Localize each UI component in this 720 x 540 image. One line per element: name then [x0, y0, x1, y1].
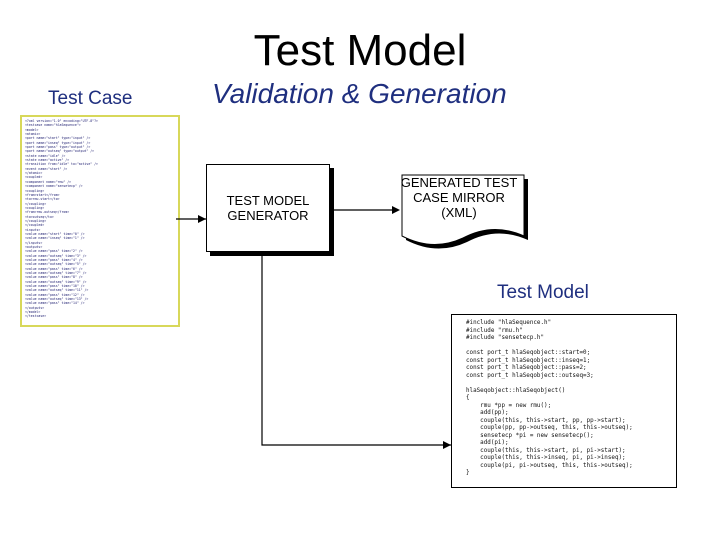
xml-line: <value name="pass" time="14" /> — [25, 301, 85, 306]
xml-line: <port name="start" type="input" /> — [25, 136, 91, 141]
xml-line: <port name="pass" type="output" /> — [25, 145, 91, 150]
generator-to-mirror-arrowhead — [392, 206, 400, 214]
xml-line: </outputs> — [25, 305, 45, 310]
mirror-document-shape — [401, 174, 525, 246]
xml-line: </inputs> — [25, 240, 43, 245]
code-line: couple(pi, pi->outseq, this, this->outse… — [466, 462, 633, 469]
code-line: const port_t hlaSeqobject::inseq=1; — [466, 357, 591, 364]
generator-to-model-arrow — [261, 254, 451, 446]
code-line: couple(this, this->start, pi, pi->start)… — [466, 447, 626, 454]
code-line: couple(pp, pp->outseq, this, this->outse… — [466, 425, 633, 431]
xml-to-generator-arrowhead — [198, 215, 206, 223]
code-line: #include "sensetecp.h" — [466, 335, 545, 341]
xml-line: <value name="pass" time="4" /> — [25, 258, 83, 262]
xml-line: <value name="outseq" time="5" /> — [25, 262, 87, 267]
generated-test-case-mirror-label: GENERATED TEST CASE MIRROR (XML) — [400, 175, 518, 220]
code-line: #include "hlaSequence.h" — [466, 320, 552, 326]
code-line — [466, 343, 633, 351]
xml-line: <to>outseq</to> — [25, 214, 54, 219]
xml-line: <atomic> — [25, 132, 41, 137]
xml-line: <inputs> — [25, 227, 41, 232]
xml-line: <component name="sensetecp" /> — [25, 184, 83, 189]
xml-line: </testcase> — [25, 314, 47, 319]
xml-preview-text: <?xml version="1.0" encoding="UTF-8"?><t… — [25, 119, 175, 319]
xml-line: <value name="pass" time="8" /> — [25, 275, 83, 280]
xml-line: <coupled> — [25, 175, 43, 180]
code-line: const port_t hlaSeqobject::outseq=3; — [466, 372, 594, 379]
xml-line: <value name="pass" time="2" /> — [25, 249, 83, 254]
xml-line: <value name="outseq" time="11" /> — [25, 288, 89, 293]
xml-line: <coupling> — [25, 188, 45, 193]
xml-line: <from>start</from> — [25, 192, 60, 197]
xml-line: <to>rmu.start</to> — [25, 197, 60, 202]
xml-line: <port name="inseq" type="input" /> — [25, 140, 91, 145]
xml-line: </model> — [25, 310, 41, 315]
code-line: add(pi); — [466, 440, 509, 446]
test-case-xml-preview: <?xml version="1.0" encoding="UTF-8"?><t… — [20, 115, 180, 327]
xml-line: <testcase name="hlaSequence"> — [25, 123, 81, 128]
code-line: } — [466, 470, 470, 476]
xml-line: <?xml version="1.0" encoding="UTF-8"?> — [25, 119, 98, 123]
test-model-generator-box: TEST MODEL GENERATOR — [206, 164, 330, 252]
xml-line: </atomic> — [25, 171, 43, 176]
generator-to-model-arrowhead — [443, 441, 451, 449]
xml-line: <component name="rmu" /> — [25, 179, 72, 184]
xml-line: <state name="active" /> — [25, 158, 70, 163]
xml-line: <value name="outseq" time="9" /> — [25, 279, 87, 284]
xml-line: </coupling> — [25, 218, 47, 223]
xml-line: </coupling> — [25, 201, 47, 206]
xml-line: <value name="pass" time="10" /> — [25, 284, 85, 289]
xml-line: <value name="pass" time="6" /> — [25, 266, 83, 271]
code-line — [466, 380, 633, 388]
test-model-code: #include "hlaSequence.h"#include "rmu.h"… — [466, 320, 633, 478]
slide-title: Test Model — [253, 26, 467, 75]
xml-line: <value name="outseq" time="3" /> — [25, 253, 87, 258]
code-line: rmu *pp = new rmu(); — [466, 402, 552, 409]
code-line: couple(this, this->inseq, pi, pi->inseq)… — [466, 455, 626, 461]
xml-line: <transition from="idle" to="active" /> — [25, 162, 98, 167]
code-line: #include "rmu.h" — [466, 327, 523, 334]
xml-line: <state name="idle" /> — [25, 153, 66, 158]
code-line: const port_t hlaSeqobject::pass=2; — [466, 365, 587, 371]
code-line: { — [466, 395, 470, 401]
test-model-code-box: #include "hlaSequence.h"#include "rmu.h"… — [451, 314, 677, 488]
code-line: hlaSeqobject::hlaSeqobject() — [466, 387, 566, 394]
xml-line: <coupling> — [25, 205, 45, 210]
xml-line: <value name="outseq" time="7" /> — [25, 271, 87, 276]
xml-line: <value name="pass" time="12" /> — [25, 292, 85, 297]
xml-line: <from>rmu.outseq</from> — [25, 210, 70, 215]
xml-line: <outputs> — [25, 244, 43, 249]
xml-line: </coupled> — [25, 223, 45, 228]
xml-line: <event name="start" /> — [25, 166, 68, 171]
xml-line: <value name="start" time="0" /> — [25, 231, 85, 236]
code-line: add(pp); — [466, 410, 509, 416]
test-model-label: Test Model — [497, 282, 589, 303]
code-line: sensetecp *pi = new sensetecp(); — [466, 432, 594, 439]
generator-label: TEST MODEL GENERATOR — [226, 193, 310, 223]
code-line: const port_t hlaSeqobject::start=0; — [466, 350, 591, 356]
code-line: couple(this, this->start, pp, pp->start)… — [466, 417, 626, 424]
xml-line: <value name="inseq" time="1" /> — [25, 236, 85, 241]
xml-line: <value name="outseq" time="13" /> — [25, 297, 89, 302]
validation-generation-label: Validation & Generation — [212, 78, 507, 109]
test-case-label: Test Case — [48, 88, 133, 109]
xml-line: <port name="outseq" type="output" /> — [25, 149, 95, 154]
xml-line: <model> — [25, 127, 39, 132]
